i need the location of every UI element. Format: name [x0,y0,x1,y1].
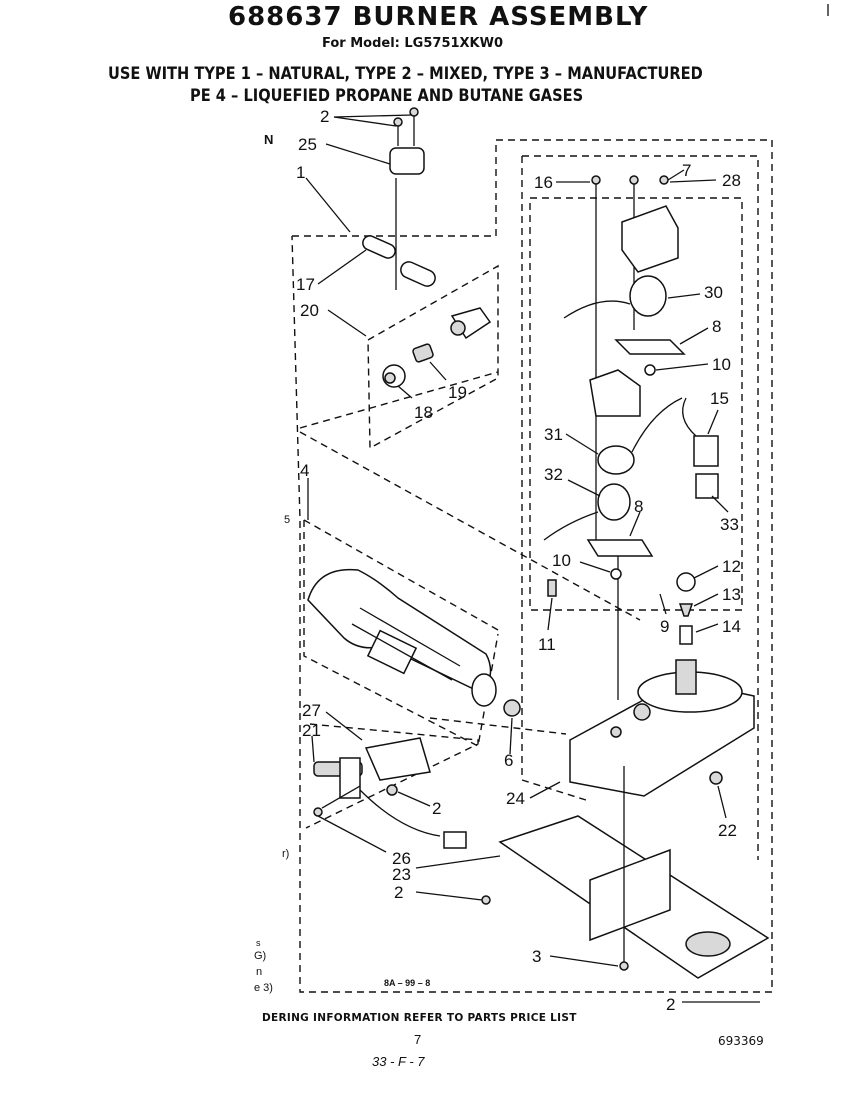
callout-label: 1 [296,163,305,182]
callout-label: 33 [720,515,739,534]
callout-label: 6 [504,751,513,770]
model-number: For Model: LG5751XKW0 [322,36,504,51]
callout-label: 2 [394,883,403,902]
callout-label: 16 [534,173,553,192]
callout-label: 13 [722,585,741,604]
callout-label: 2 [320,107,329,126]
gas-valve-body-part [569,659,755,797]
pilot-burner-part [450,307,492,340]
mounting-bracket-part [481,766,770,979]
callout-label: 10 [552,551,571,570]
pilot-tube-part [362,178,436,290]
callout-label: 3 [532,947,541,966]
callout-label: 31 [544,425,563,444]
callout-label: 25 [298,135,317,154]
callout-label: 18 [414,403,433,422]
callout-label: 21 [302,721,321,740]
callout-label: 20 [300,301,319,320]
callout-label: 22 [718,821,737,840]
valve-assembly-outline [299,155,759,860]
ordering-note: DERING INFORMATION REFER TO PARTS PRICE … [262,1012,577,1024]
callout-label: 2 [666,995,675,1014]
fragment-text: N [264,132,274,147]
fragment-text: n [256,966,263,978]
callout-label: 24 [506,789,525,808]
solenoid-stack-part [543,175,686,700]
callout-label: 12 [722,557,741,576]
regulator-parts [676,572,723,785]
page-title: 688637 BURNER ASSEMBLY [228,2,649,32]
page-number: 7 [414,1032,422,1047]
callout-label: 19 [448,383,467,402]
harness-connector-part [682,397,719,499]
burner-tube-part [307,568,497,707]
callout-leader-lines [305,114,760,1003]
callout-label: 8 [712,317,721,336]
orifice-parts [382,343,434,388]
callout-label: 8 [634,497,643,516]
callout-numbers: 2 25 1 17 20 19 18 4 27 21 6 2 26 23 2 3… [296,107,741,1014]
fragment-text: e 3) [254,982,273,994]
callout-label: 28 [722,171,741,190]
callout-label: 2 [432,799,441,818]
callout-label: 27 [302,701,321,720]
callout-label: 15 [710,389,729,408]
callout-label: 26 [392,849,411,868]
gas-type-line-1: USE WITH TYPE 1 – NATURAL, TYPE 2 – MIXE… [108,64,703,84]
fragment-text: r) [282,848,290,860]
handwritten-code: 33 - F - 7 [372,1054,425,1069]
callout-label: 4 [300,461,309,480]
pilot-parts-box [299,264,499,450]
clamp-bracket-part [389,107,425,175]
callout-label: 11 [538,635,556,654]
callout-label: 7 [682,161,691,180]
drawing-stamp: 8A – 99 – 8 [384,978,431,988]
fragment-text: s [256,938,261,948]
callout-label: 23 [392,865,411,884]
fragment-text: G) [254,950,267,962]
callout-label: 14 [722,617,741,636]
gas-type-line-2: PE 4 – LIQUEFIED PROPANE AND BUTANE GASE… [190,86,584,106]
callout-label: 32 [544,465,563,484]
callout-label: 10 [712,355,731,374]
callout-label: 9 [660,617,669,636]
outer-assembly-outline [291,139,773,993]
callout-label: 30 [704,283,723,302]
fragment-text: 5 [284,514,291,526]
burner-orifice-part [503,699,521,717]
callout-label: 17 [296,275,315,294]
drawing-number: 693369 [718,1034,764,1048]
igniter-part [313,737,467,849]
